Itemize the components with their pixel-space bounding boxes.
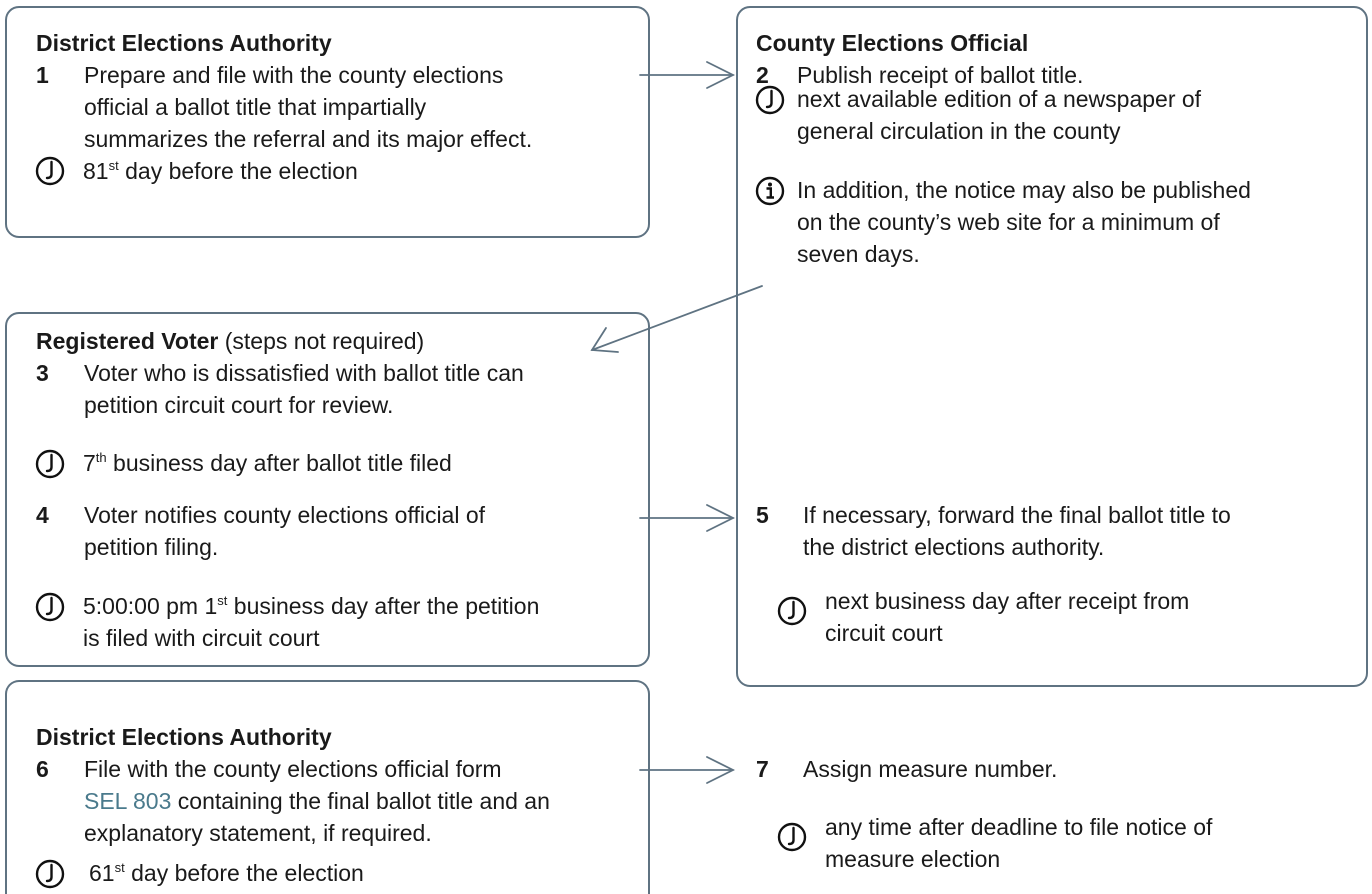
step-number-7: 7: [756, 756, 769, 782]
sel-803-link[interactable]: SEL 803: [84, 788, 172, 814]
county-official-box: [736, 6, 1368, 687]
step-2-info-line-3: seven days.: [797, 241, 920, 267]
step-4-line-1: Voter notifies county elections official…: [84, 502, 486, 528]
step-5-deadline-line-2: circuit court: [825, 620, 943, 646]
step-1-deadline: 81st day before the election: [83, 158, 358, 184]
step-6-line-1: File with the county elections official …: [84, 756, 502, 782]
step-number-5: 5: [756, 502, 769, 528]
step-1-line-1: Prepare and file with the county electio…: [84, 62, 504, 88]
clock-icon: [35, 449, 65, 479]
clock-icon: [35, 156, 65, 186]
step-number-6: 6: [36, 756, 49, 782]
arrow-step1-to-step2: [639, 61, 736, 89]
step-3-deadline: 7th business day after ballot title file…: [83, 450, 452, 476]
step-4-deadline-line-1: 5:00:00 pm 1st business day after the pe…: [83, 593, 540, 619]
step-2-deadline-line-2: general circulation in the county: [797, 118, 1121, 144]
clock-icon: [755, 85, 785, 115]
step-6-line-3: explanatory statement, if required.: [84, 820, 432, 846]
step-2-info-line-1: In addition, the notice may also be publ…: [797, 177, 1251, 203]
registered-voter-box: [5, 312, 650, 667]
arrow-step4-to-step5: [639, 504, 736, 532]
step-number-1: 1: [36, 62, 49, 88]
step-1-line-2: official a ballot title that impartially: [84, 94, 427, 120]
step-number-2: 2: [756, 62, 769, 88]
step-7-deadline-line-1: any time after deadline to file notice o…: [825, 814, 1213, 840]
step-2-info-line-2: on the county’s web site for a minimum o…: [797, 209, 1220, 235]
step-4-line-2: petition filing.: [84, 534, 219, 560]
step-6-line-2: SEL 803 containing the final ballot titl…: [84, 788, 550, 814]
clock-icon: [777, 596, 807, 626]
step-6-deadline: 61st day before the election: [89, 860, 364, 886]
clock-icon: [35, 859, 65, 889]
step-7-deadline-line-2: measure election: [825, 846, 1001, 872]
step-3-line-1: Voter who is dissatisfied with ballot ti…: [84, 360, 524, 386]
step-2-deadline-line-1: next available edition of a newspaper of: [797, 86, 1202, 112]
step-7-text: Assign measure number.: [803, 756, 1058, 782]
step-3-line-2: petition circuit court for review.: [84, 392, 394, 418]
step-number-4: 4: [36, 502, 49, 528]
registered-voter-title: Registered Voter (steps not required): [36, 328, 425, 354]
step-2-text: Publish receipt of ballot title.: [797, 62, 1084, 88]
info-icon: [755, 176, 785, 206]
district-authority-title-top: District Elections Authority: [36, 30, 332, 56]
clock-icon: [35, 592, 65, 622]
step-5-line-1: If necessary, forward the final ballot t…: [803, 502, 1231, 528]
step-number-3: 3: [36, 360, 49, 386]
step-1-line-3: summarizes the referral and its major ef…: [84, 126, 533, 152]
county-official-title: County Elections Official: [756, 30, 1029, 56]
arrow-step6-to-step7: [639, 756, 736, 784]
step-5-deadline-line-1: next business day after receipt from: [825, 588, 1190, 614]
clock-icon: [777, 822, 807, 852]
step-5-line-2: the district elections authority.: [803, 534, 1105, 560]
step-4-deadline-line-2: is filed with circuit court: [83, 625, 320, 651]
district-authority-box-bottom: [5, 680, 650, 894]
district-authority-box-top: [5, 6, 650, 238]
district-authority-title-bottom: District Elections Authority: [36, 724, 332, 750]
